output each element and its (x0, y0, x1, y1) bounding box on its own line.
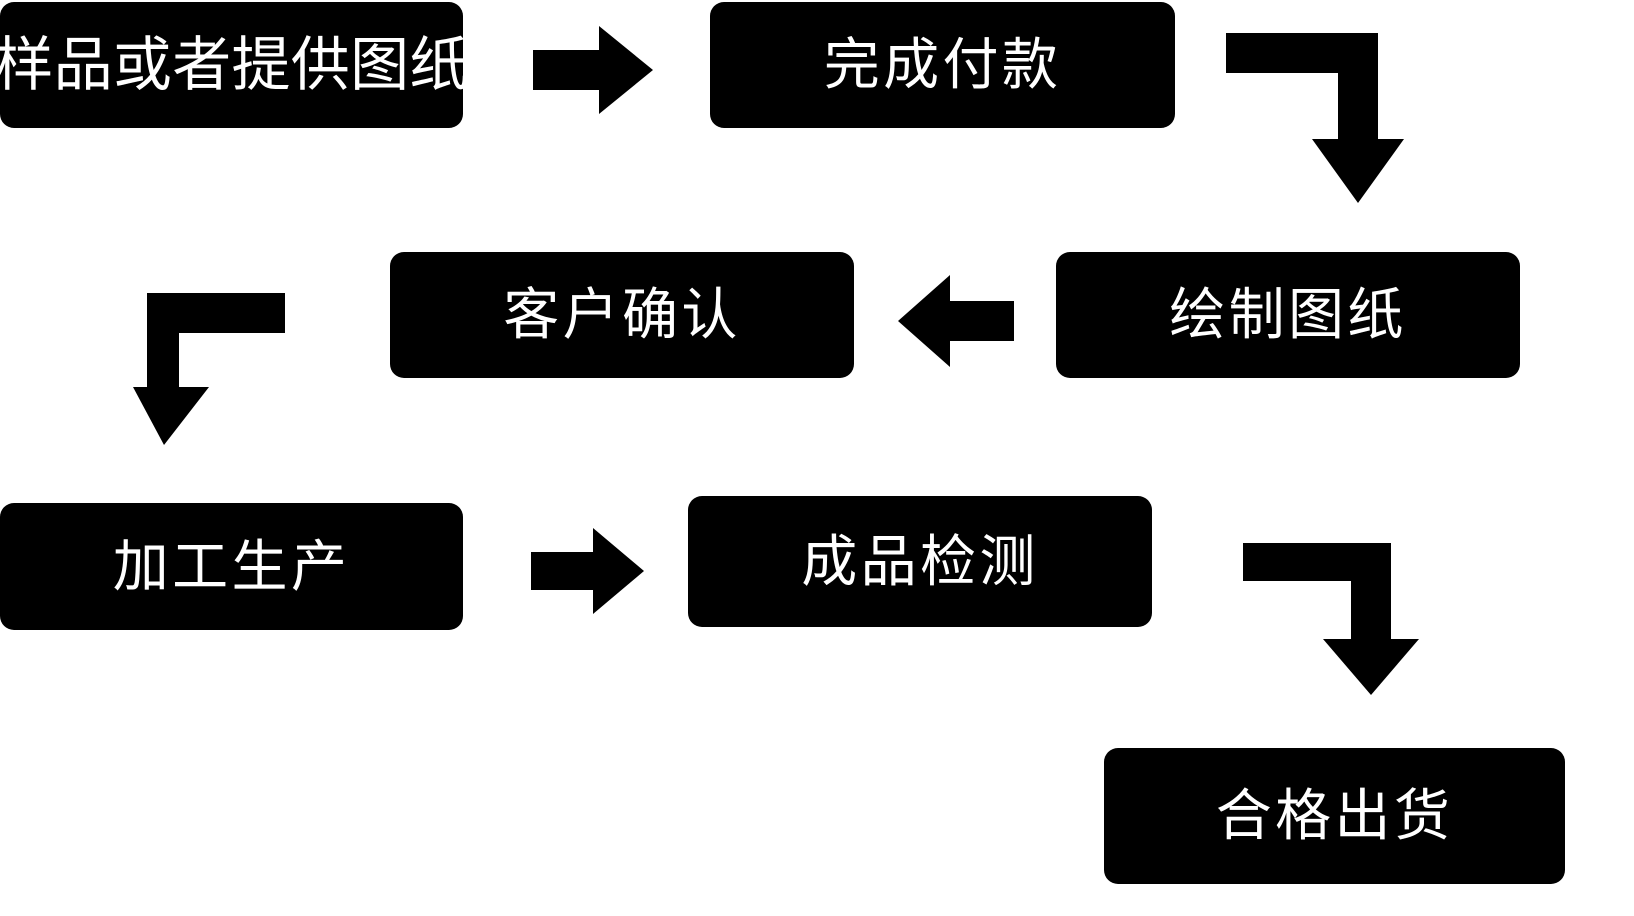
node-label-sample: 样品或者提供图纸 (0, 31, 469, 98)
process-node-payment[interactable]: 完成付款 (710, 2, 1175, 128)
node-label-confirm: 客户确认 (503, 283, 741, 347)
node-label-inspect: 成品检测 (801, 529, 1039, 593)
process-node-sample[interactable]: 样品或者提供图纸 (0, 2, 468, 128)
node-label-drawing: 绘制图纸 (1169, 283, 1407, 347)
node-label-production: 加工生产 (112, 534, 351, 598)
process-node-shipment[interactable]: 合格出货 (1104, 748, 1565, 884)
arrow-left-icon-drawing-to-confirm (898, 275, 1014, 367)
arrow-elbow-right-down-icon-payment-to-drawing (1226, 33, 1404, 203)
process-node-drawing[interactable]: 绘制图纸 (1056, 252, 1520, 378)
process-node-inspect[interactable]: 成品检测 (688, 496, 1152, 627)
process-node-production[interactable]: 加工生产 (0, 503, 463, 630)
process-node-confirm[interactable]: 客户确认 (390, 252, 854, 378)
arrow-right-icon-sample-to-payment (533, 22, 653, 118)
arrow-elbow-right-down-icon-inspect-to-shipment (1243, 543, 1419, 695)
arrow-right-icon-production-to-inspect (531, 526, 644, 616)
node-label-shipment: 合格出货 (1215, 784, 1454, 848)
node-label-payment: 完成付款 (823, 33, 1062, 97)
arrow-elbow-left-down-icon-confirm-to-production (133, 293, 285, 445)
